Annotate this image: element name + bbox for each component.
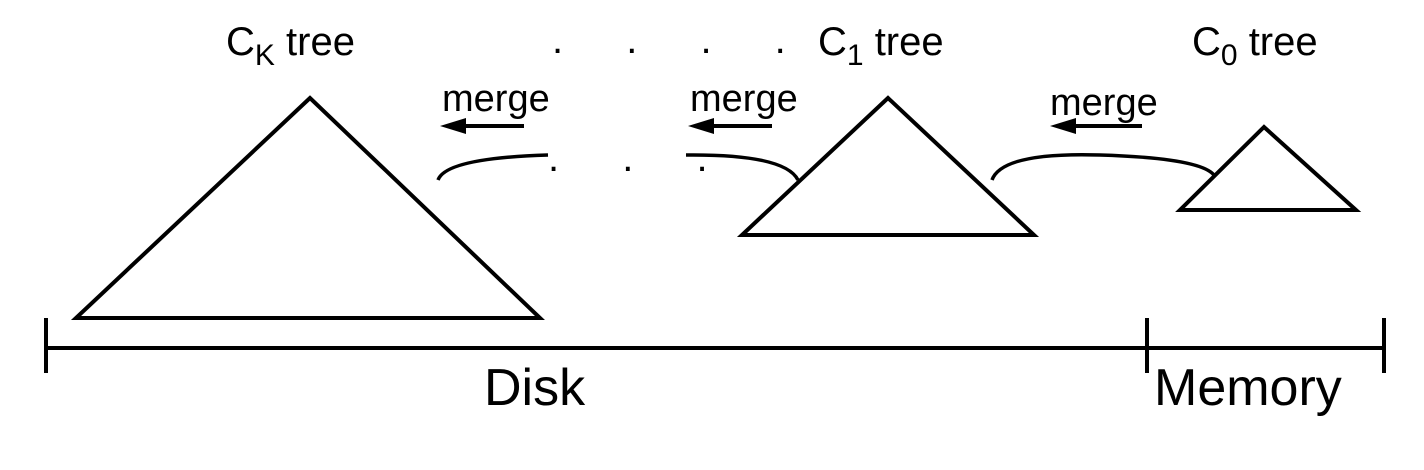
merge-label-3: merge — [1050, 82, 1158, 124]
c1-tree-triangle — [736, 95, 1040, 237]
c1-tree-label: C1 tree — [818, 20, 944, 72]
merge-arrow-1 — [440, 118, 524, 134]
c0-tree-triangle — [1175, 124, 1362, 212]
ck-tree-label: CK tree — [226, 20, 355, 72]
merge-label-1: merge — [442, 78, 550, 120]
merge-curve-c0 — [990, 152, 1216, 181]
middle-ellipsis: . . . — [548, 136, 734, 180]
merge-label-2: merge — [690, 78, 798, 120]
ck-tree-triangle — [70, 95, 545, 320]
top-ellipsis: . . . . — [552, 18, 812, 62]
merge-curve-left — [436, 153, 549, 181]
memory-label: Memory — [1154, 359, 1342, 417]
merge-curve-c1 — [685, 153, 800, 181]
c0-tree-label: C0 tree — [1192, 20, 1318, 72]
merge-arrow-3 — [1050, 118, 1142, 134]
merge-arrow-2 — [688, 118, 772, 134]
disk-label: Disk — [484, 359, 586, 417]
